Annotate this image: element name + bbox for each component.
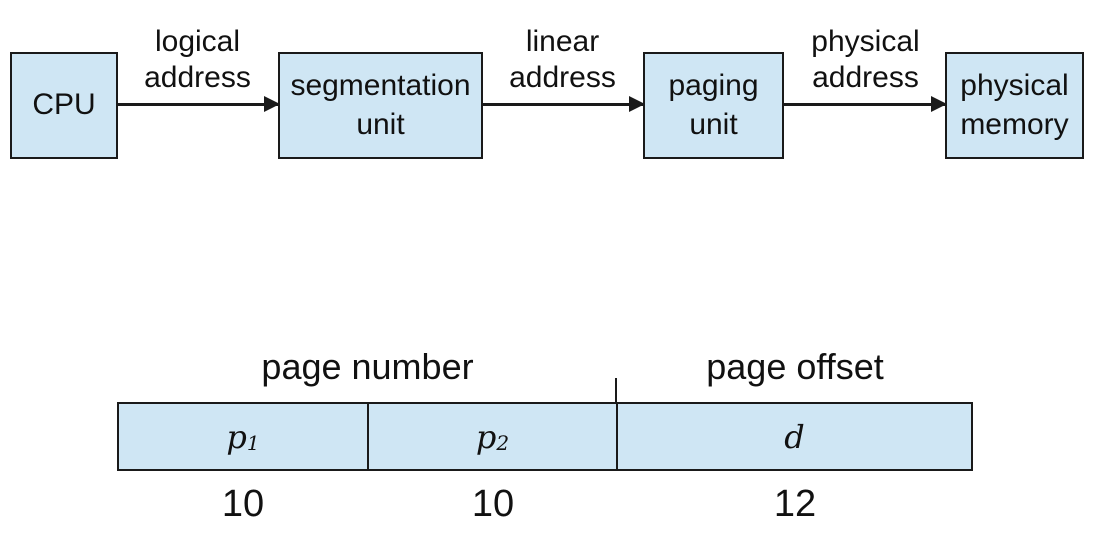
page-offset-label: page offset <box>706 346 884 387</box>
page-number-offset-divider-tick <box>615 378 617 404</box>
cpu-label: CPU <box>32 88 96 122</box>
segmentation-unit-box: segmentation unit <box>278 52 483 159</box>
logical-address-label: logical address <box>144 25 251 94</box>
linear-address-label: linear address <box>509 25 616 94</box>
paging-unit-box: paging unit <box>643 52 784 159</box>
arrow-segmentation-to-paging <box>483 96 645 112</box>
bits-d: 12 <box>773 483 817 525</box>
page-number-label: page number <box>261 346 474 387</box>
field-d: d <box>784 417 805 456</box>
arrow-cpu-to-segmentation <box>118 96 280 112</box>
bits-p2: 10 <box>471 483 515 525</box>
arrow-paging-to-memory <box>784 96 947 112</box>
bits-p1: 10 <box>221 483 265 525</box>
cpu-box: CPU <box>10 52 118 159</box>
physical-memory-box: physical memory <box>945 52 1084 159</box>
physical-address-label: physical address <box>811 25 920 94</box>
